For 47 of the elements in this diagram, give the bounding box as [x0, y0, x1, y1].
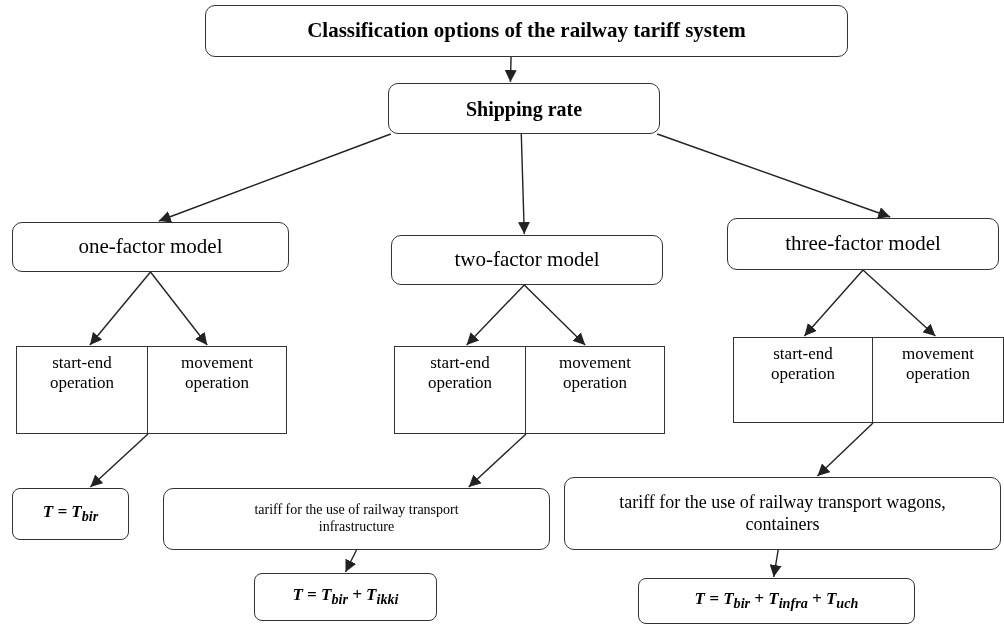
arrow [862, 269, 937, 337]
formula: T = T$_{bir}$ + T$_{infra}$ + T$_{uch}$ [694, 589, 859, 613]
node-label: Classification options of the railway tariff system [307, 18, 746, 44]
node-label: tariff for the use of railway transport wagons, containers [618, 491, 947, 536]
node-label: three-factor model [785, 231, 941, 257]
rounded-box [163, 488, 550, 550]
arrow [803, 269, 864, 337]
process-box [147, 346, 287, 434]
process-box [872, 337, 1004, 423]
arrow [468, 433, 527, 488]
node-label: start-end operation [48, 353, 116, 394]
arrow [344, 549, 358, 573]
node-label: movement operation [558, 353, 632, 394]
arrow [517, 133, 530, 235]
arrow [816, 422, 874, 477]
arrow [89, 433, 149, 488]
node-label: movement operation [180, 353, 254, 394]
rounded-box [391, 235, 663, 285]
arrow [158, 133, 392, 223]
rounded-box [638, 578, 915, 624]
arrow [523, 284, 586, 346]
arrow [656, 133, 891, 219]
node-label: Shipping rate [465, 96, 583, 121]
process-box [394, 346, 526, 434]
rounded-box [564, 477, 1001, 550]
node-label: one-factor model [78, 234, 223, 260]
process-box [733, 337, 873, 423]
process-box [16, 346, 148, 434]
formula: T = T$_{bir}$ + T$_{ikki}$ [292, 585, 399, 609]
arrow [89, 271, 152, 346]
node-label: start-end operation [769, 344, 837, 385]
arrow [504, 56, 517, 83]
formula: T = T$_{bir}$ [42, 502, 99, 526]
rounded-box [388, 83, 660, 134]
arrow [149, 271, 208, 346]
rounded-box [205, 5, 848, 57]
node-label: tariff for the use of railway transport infrastructure [253, 502, 460, 536]
rounded-box [727, 218, 999, 270]
rounded-box [12, 222, 289, 272]
arrow [769, 549, 782, 578]
arrow [465, 284, 525, 346]
node-label: two-factor model [454, 247, 600, 273]
rounded-box [12, 488, 129, 540]
rounded-box [254, 573, 437, 621]
process-box [525, 346, 665, 434]
node-label: start-end operation [426, 353, 494, 394]
node-label: movement operation [901, 344, 975, 385]
